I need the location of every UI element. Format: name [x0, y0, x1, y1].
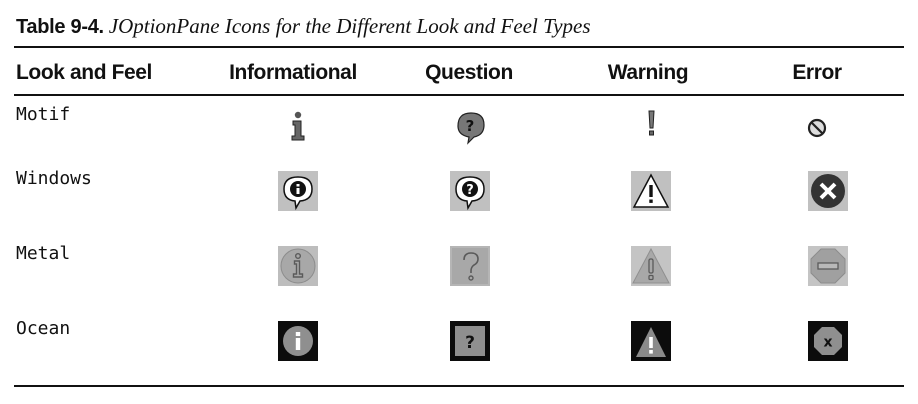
metal-question-icon — [450, 246, 490, 286]
header-error: Error — [792, 61, 842, 84]
row-label-metal: Metal — [16, 243, 71, 264]
bottom-rule — [14, 385, 904, 387]
motif-warning-icon — [631, 106, 671, 146]
svg-text:?: ? — [465, 333, 475, 353]
row-label-motif: Motif — [16, 104, 71, 125]
svg-text:x: x — [823, 335, 832, 351]
table-caption: Table 9-4. JOptionPane Icons for the Dif… — [16, 12, 591, 41]
ocean-error-icon: x — [808, 321, 848, 361]
ocean-information-icon — [278, 321, 318, 361]
windows-warning-icon — [631, 171, 671, 211]
motif-question-icon: ? — [450, 106, 490, 146]
ocean-question-icon: ? — [450, 321, 490, 361]
row-label-windows: Windows — [16, 168, 92, 189]
metal-warning-icon — [631, 246, 671, 286]
metal-error-icon — [808, 246, 848, 286]
windows-question-icon: ? — [450, 171, 490, 211]
motif-information-icon — [278, 106, 318, 146]
metal-information-icon — [278, 246, 318, 286]
motif-error-icon — [796, 106, 836, 146]
row-label-ocean: Ocean — [16, 318, 71, 339]
windows-error-icon — [808, 171, 848, 211]
table-number: Table 9-4. — [16, 16, 104, 38]
header-warning: Warning — [607, 61, 689, 84]
windows-information-icon — [278, 171, 318, 211]
table-title: JOptionPane Icons for the Different Look… — [108, 14, 591, 38]
ocean-warning-icon — [631, 321, 671, 361]
header-question: Question — [425, 61, 513, 84]
svg-text:?: ? — [466, 183, 474, 198]
svg-text:?: ? — [466, 117, 475, 135]
header-look-and-feel: Look and Feel — [16, 61, 152, 84]
header-informational: Informational — [229, 61, 357, 84]
top-rule — [14, 46, 904, 48]
header-rule — [14, 94, 904, 96]
